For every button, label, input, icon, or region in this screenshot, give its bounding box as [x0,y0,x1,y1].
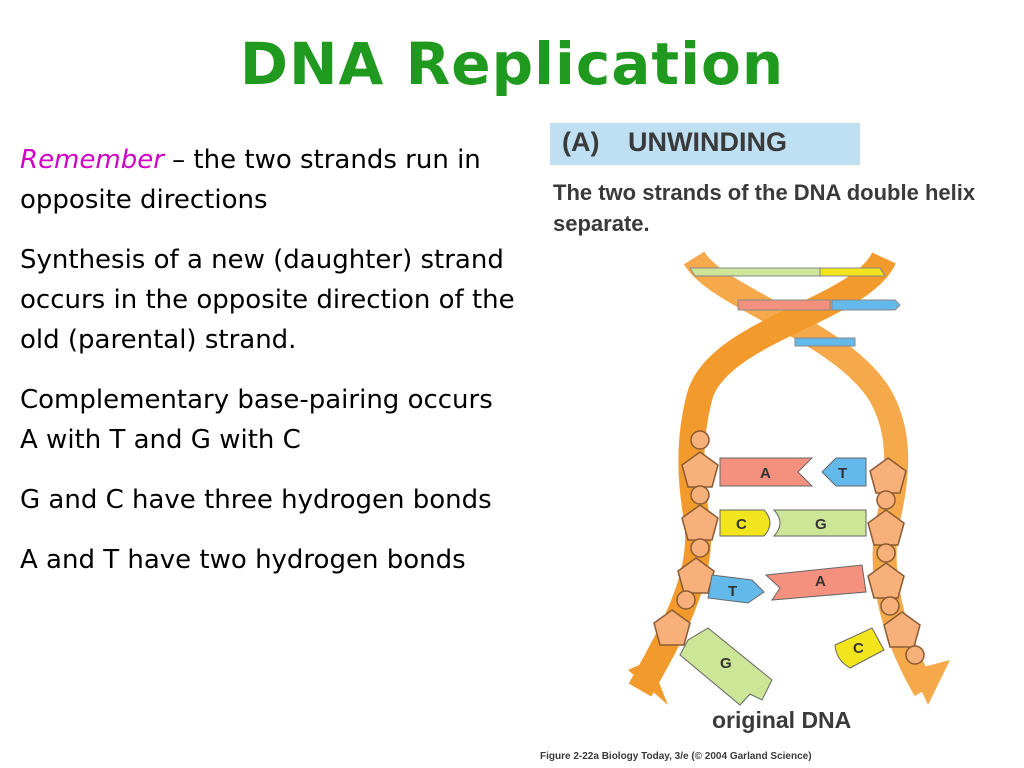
base-g1-label: G [815,516,827,533]
upper-rung-3 [794,337,856,347]
base-t2-label: T [728,583,737,600]
base-g2-label: G [720,655,732,672]
complementary-line-1: Complementary base-pairing occurs [20,385,493,415]
base-t1-label: T [838,465,847,482]
figure-caption: The two strands of the DNA double helix … [553,180,976,236]
slide-title: DNA Replication [239,30,785,98]
gc-bonds-paragraph: G and C have three hydrogen bonds [20,485,492,515]
figure-credit: Figure 2-22a Biology Today, 3/e (© 2004 … [540,751,812,762]
panel-letter: (A) [562,127,600,157]
upper-rung-2 [737,299,901,311]
separated-base-g: G [679,627,773,706]
remember-text: – the two strands run in opposite direct… [20,145,481,215]
strand-arrow-left [628,660,668,705]
remember-paragraph: Remember – the two strands run in opposi… [20,140,545,220]
separating-base-a: A [764,564,867,601]
left-sugar-phosphate-chain [653,430,719,646]
bullet-list: Remember – the two strands run in opposi… [20,140,545,600]
separated-base-c: C [834,627,885,669]
complementary-line-2: A with T and G with C [20,425,301,455]
separating-base-t: T [707,574,765,604]
right-sugar-phosphate-chain [867,457,925,665]
base-a1-label: A [760,465,771,482]
base-a2-label: A [815,573,826,590]
synthesis-paragraph: Synthesis of a new (daughter) strand occ… [20,245,515,355]
complementary-paragraph: Complementary base-pairing occurs A with… [20,380,545,460]
base-c1-label: C [736,516,747,533]
strand-arrow-right [912,660,950,705]
at-bonds-paragraph: A and T have two hydrogen bonds [20,545,466,575]
base-pair-a-t: A T [719,457,867,487]
base-c2-label: C [853,640,864,657]
upper-rung-1 [689,267,886,277]
panel-heading: (A) UNWINDING [550,123,860,165]
panel-title: UNWINDING [628,127,787,157]
base-pair-c-g: C G [719,509,867,537]
original-dna-label: original DNA [712,707,852,733]
remember-word: Remember [20,145,164,175]
